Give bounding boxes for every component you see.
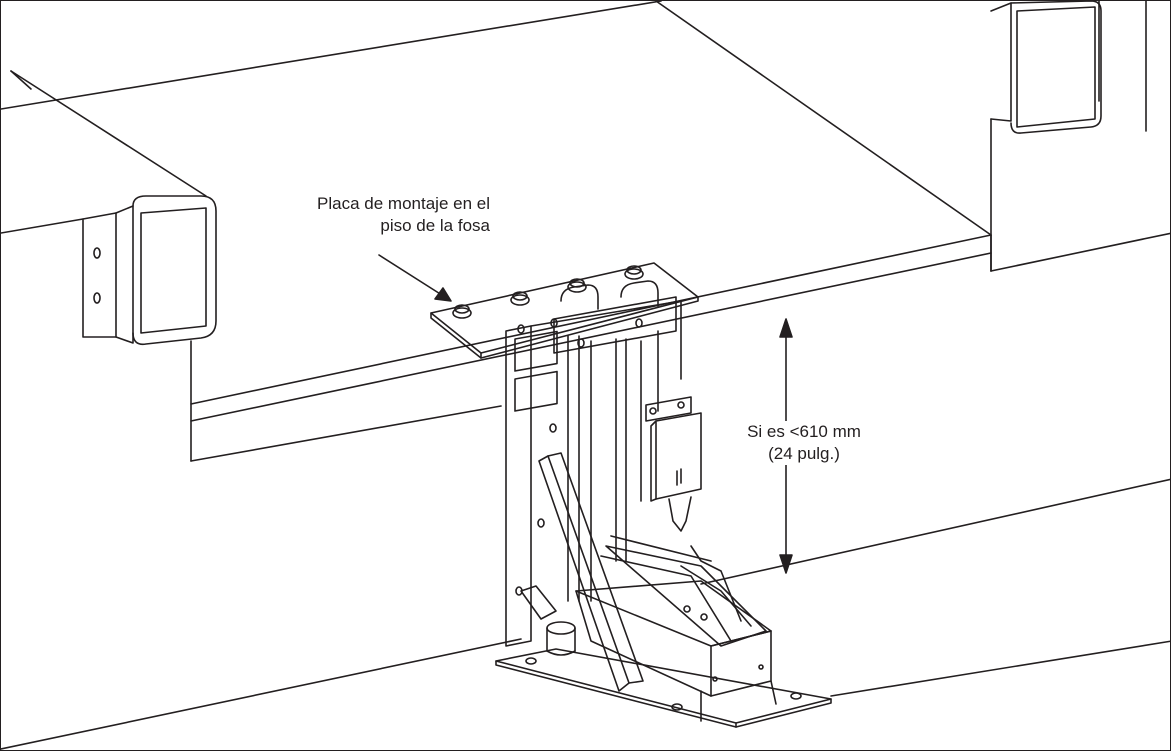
spacer-cylinder bbox=[546, 621, 576, 656]
diagonal-brace bbox=[538, 452, 644, 692]
gusset bbox=[520, 585, 557, 620]
switch-box bbox=[645, 396, 702, 532]
arm-mechanism bbox=[600, 535, 767, 647]
mounting-plate-label-line1: Placa de montaje en el bbox=[317, 194, 490, 213]
plate-bolts bbox=[452, 265, 644, 319]
dimension-label-line2: (24 pulg.) bbox=[768, 444, 840, 463]
device-frame bbox=[505, 280, 682, 647]
lower-housing bbox=[575, 580, 772, 697]
plate-pointer-arrow bbox=[378, 254, 452, 302]
mounting-plate-label: Placa de montaje en el piso de la fosa bbox=[317, 193, 490, 237]
right-bumper bbox=[990, 1, 1102, 134]
left-bumper bbox=[82, 195, 217, 346]
dimension-label-line1: Si es <610 mm bbox=[747, 422, 861, 441]
base-plate bbox=[495, 648, 832, 728]
dimension-label: Si es <610 mm (24 pulg.) bbox=[718, 421, 890, 465]
mounting-plate-label-line2: piso de la fosa bbox=[380, 216, 490, 235]
